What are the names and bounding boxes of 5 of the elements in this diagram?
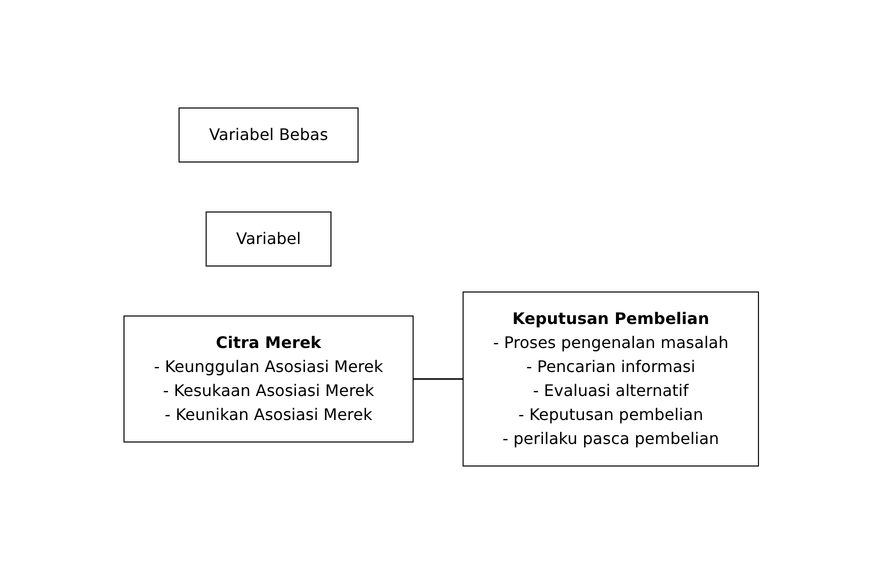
node-box: Citra Merek - Keunggulan Asosiasi Merek - Kesukaan Asosiasi Merek - Keunikan Asosiasi Merek xyxy=(124,316,414,442)
node-box: Keputusan Pembelian - Proses pengenalan masalah - Pencarian informasi - Evaluasi alternatif - Keputusan pembelian - perilaku pasca pembelian xyxy=(462,292,760,466)
connector xyxy=(413,378,464,380)
node-box: Variabel xyxy=(206,212,332,266)
node-box: Variabel Bebas xyxy=(178,108,359,162)
